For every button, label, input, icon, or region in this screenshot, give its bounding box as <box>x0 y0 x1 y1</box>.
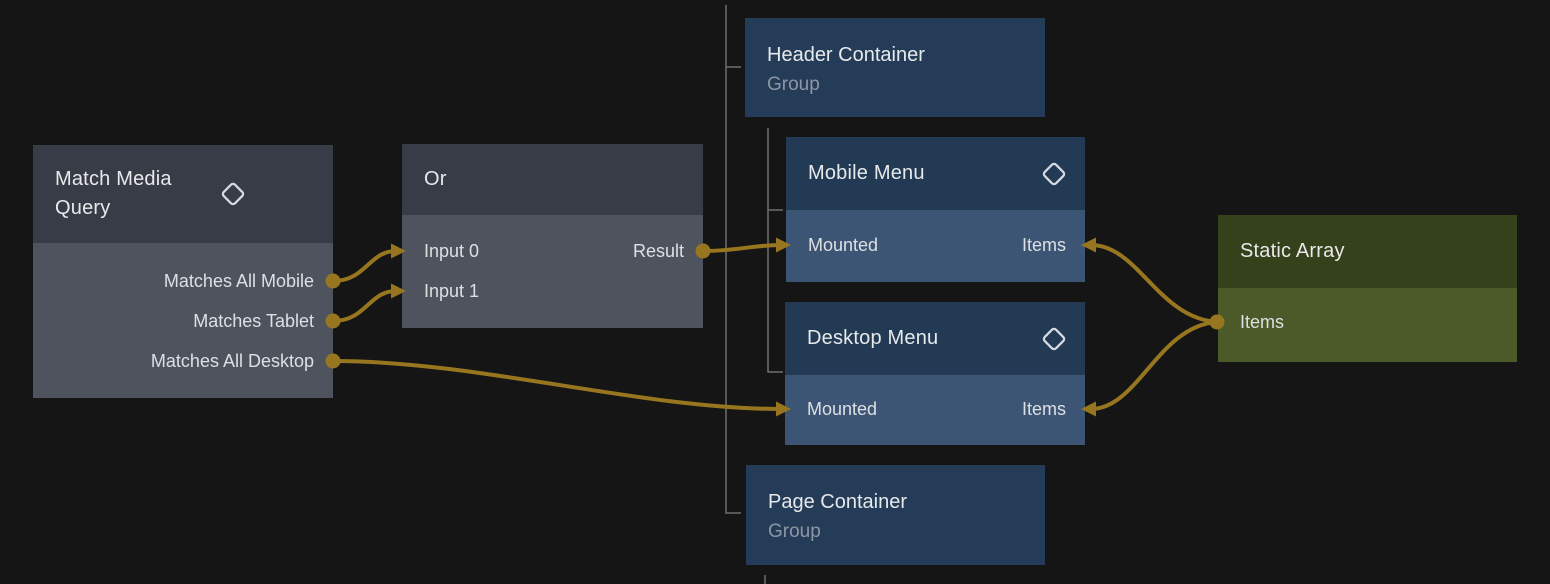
diamond-icon <box>1041 161 1067 187</box>
port-matches-all-desktop[interactable]: Matches All Desktop <box>33 341 333 381</box>
node-title: Mobile Menu <box>808 162 925 184</box>
tree-line-root <box>725 5 741 514</box>
node-desktop-menu-header[interactable]: Desktop Menu <box>785 302 1085 375</box>
port-items[interactable]: Items <box>1021 234 1066 255</box>
node-static-array-body: Items <box>1218 288 1517 362</box>
node-static-array-header[interactable]: Static Array <box>1218 215 1517 288</box>
node-mobile-menu-body: Mounted Items <box>786 210 1085 282</box>
port-row-static-array: Items <box>1218 302 1517 342</box>
wire-items-to-mobile-items <box>1090 243 1218 324</box>
wire-items-to-desktop-items <box>1090 320 1218 411</box>
port-row-desktop-menu: Mounted Items <box>785 389 1085 429</box>
port-row-input0-result: Input 0 Result <box>402 231 703 271</box>
port-input-1[interactable]: Input 1 <box>424 280 480 301</box>
port-items-output[interactable]: Items <box>1240 311 1285 332</box>
node-header-container[interactable]: Header Container Group <box>745 18 1045 117</box>
port-mounted[interactable]: Mounted <box>807 398 878 419</box>
node-mobile-menu-header[interactable]: Mobile Menu <box>786 137 1085 210</box>
node-match-media-query[interactable]: Match Media Query Matches All Mobile Mat… <box>33 145 333 398</box>
node-or[interactable]: Or Input 0 Result Input 1 <box>402 144 703 328</box>
node-match-media-query-body: Matches All Mobile Matches Tablet Matche… <box>33 243 333 398</box>
node-static-array[interactable]: Static Array Items <box>1218 215 1517 362</box>
port-row-input1: Input 1 <box>402 271 703 311</box>
node-desktop-menu[interactable]: Desktop Menu Mounted Items <box>785 302 1085 445</box>
node-subtitle: Group <box>767 73 820 95</box>
node-page-container[interactable]: Page Container Group <box>746 465 1045 565</box>
node-title: Page Container <box>768 491 907 513</box>
node-title: Or <box>424 168 447 190</box>
node-desktop-menu-body: Mounted Items <box>785 375 1085 445</box>
wire-result-to-mounted <box>702 243 783 253</box>
port-label: Matches All Desktop <box>150 350 314 371</box>
port-label: Matches All Mobile <box>163 270 314 291</box>
wire-tablet-to-input1 <box>332 289 397 323</box>
diamond-icon <box>1041 326 1067 352</box>
node-mobile-menu[interactable]: Mobile Menu Mounted Items <box>786 137 1085 282</box>
node-title: Desktop Menu <box>807 327 939 349</box>
port-items[interactable]: Items <box>1021 398 1066 419</box>
node-title: Match Media Query <box>55 168 172 219</box>
port-input-0[interactable]: Input 0 <box>424 240 480 261</box>
port-label: Matches Tablet <box>193 310 314 331</box>
node-or-header[interactable]: Or <box>402 144 703 215</box>
node-or-body: Input 0 Result Input 1 <box>402 215 703 328</box>
port-matches-all-mobile[interactable]: Matches All Mobile <box>33 261 333 301</box>
port-mounted[interactable]: Mounted <box>808 234 879 255</box>
node-title: Static Array <box>1240 240 1345 262</box>
port-row-mobile-menu: Mounted Items <box>786 225 1085 265</box>
node-match-media-query-header[interactable]: Match Media Query <box>33 145 333 243</box>
node-subtitle: Group <box>768 521 821 542</box>
node-title: Header Container <box>767 43 925 66</box>
wire-desktop-to-mounted <box>332 359 783 411</box>
diamond-icon <box>220 181 246 207</box>
tree-line-header-children <box>767 128 783 373</box>
wire-mobile-to-input0 <box>332 249 397 283</box>
port-result[interactable]: Result <box>632 240 684 261</box>
port-matches-tablet[interactable]: Matches Tablet <box>33 301 333 341</box>
